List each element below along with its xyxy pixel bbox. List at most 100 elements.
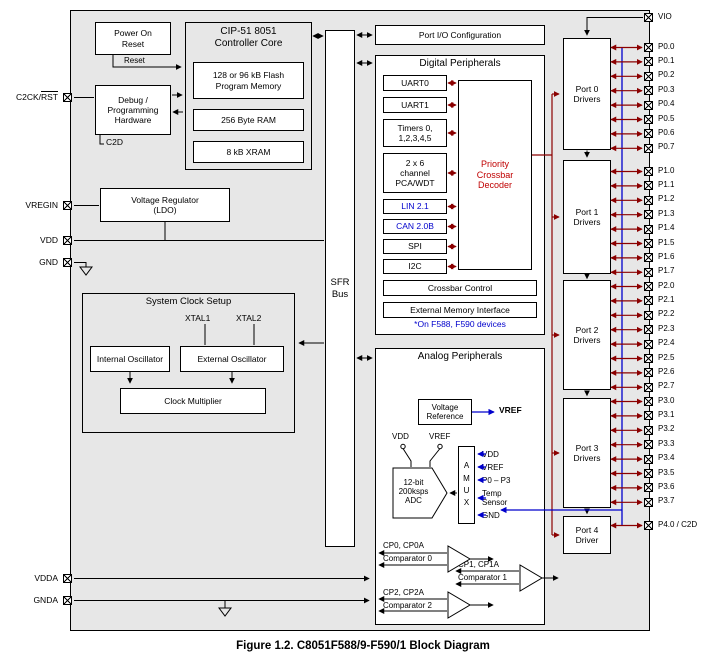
- voltage-regulator-box: Voltage Regulator (LDO): [100, 188, 230, 222]
- pin-symbol-p1-5: [644, 239, 653, 248]
- timers-box: Timers 0, 1,2,3,4,5: [383, 119, 447, 147]
- pin-label-p1-4: P1.4: [658, 223, 675, 233]
- c2d-label: C2D: [106, 137, 124, 147]
- pin-symbol-p2-4: [644, 339, 653, 349]
- rst-overline-text: RST: [41, 92, 58, 102]
- adc-switch-vdd-label: VDD: [392, 432, 409, 441]
- pin-label-vregin: VREGIN: [25, 200, 58, 210]
- pin-label-p3-0: P3.0: [658, 395, 675, 405]
- pin-label-p2-7: P2.7: [658, 381, 675, 391]
- lin-box: LIN 2.1: [383, 199, 447, 214]
- amux-input-vref: VREF: [482, 463, 504, 472]
- pin-label-p3-1: P3.1: [658, 409, 675, 419]
- pin-label-p0-5: P0.5: [658, 113, 675, 123]
- ram-box: 256 Byte RAM: [193, 109, 304, 131]
- pin-label-gnd: GND: [39, 257, 58, 267]
- debug-hardware-box: Debug / Programming Hardware: [95, 85, 171, 135]
- pin-label-p3-6: P3.6: [658, 481, 675, 491]
- pin-label-p2-2: P2.2: [658, 309, 675, 319]
- pin-label-p2-5: P2.5: [658, 352, 675, 362]
- pin-label-gnda: GNDA: [33, 595, 58, 605]
- pin-symbol-p3-0: [644, 397, 653, 406]
- pin-symbol-p2-7: [644, 382, 653, 392]
- pin-symbol-p1-1: [644, 181, 653, 191]
- pin-label-p0-1: P0.1: [658, 55, 675, 65]
- pin-label-p2-1: P2.1: [658, 294, 675, 304]
- pin-symbol-vdd: [63, 236, 72, 245]
- amux-input-temp-sensor: Temp Sensor: [482, 489, 508, 508]
- flash-memory-box: 128 or 96 kB Flash Program Memory: [193, 62, 304, 99]
- cip51-core-box: [185, 22, 312, 170]
- pin-label-p1-2: P1.2: [658, 194, 675, 204]
- pin-label-p1-0: P1.0: [658, 165, 675, 175]
- pin-symbol-p1-4: [644, 224, 653, 234]
- pin-label-p0-7: P0.7: [658, 142, 675, 152]
- pin-label-p4-0: P4.0 / C2D: [658, 519, 698, 529]
- pin-symbol-p0-4: [644, 100, 653, 110]
- pin-label-p2-6: P2.6: [658, 366, 675, 376]
- pin-label-p2-0: P2.0: [658, 280, 675, 290]
- digital-peripherals-title: Digital Peripherals: [419, 58, 501, 69]
- pin-label-p3-5: P3.5: [658, 467, 675, 477]
- can-box: CAN 2.0B: [383, 219, 447, 234]
- sfr-bus: SFR Bus: [325, 30, 355, 547]
- pin-label-p0-3: P0.3: [658, 84, 675, 94]
- voltage-reference-box: Voltage Reference: [418, 399, 472, 425]
- pin-symbol-p1-0: [644, 167, 653, 176]
- pin-symbol-p0-5: [644, 115, 653, 124]
- pin-label-vdd: VDD: [40, 235, 58, 245]
- system-clock-title: System Clock Setup: [145, 296, 232, 307]
- pin-symbol-p0-6: [644, 129, 653, 139]
- pin-symbol-p3-5: [644, 469, 653, 478]
- pin-symbol-p3-7: [644, 497, 653, 507]
- internal-oscillator-box: Internal Oscillator: [90, 346, 170, 372]
- pin-label-p0-6: P0.6: [658, 127, 675, 137]
- reset-label: Reset: [124, 56, 145, 65]
- uart1-box: UART1: [383, 97, 447, 113]
- figure-caption: Figure 1.2. C8051F588/9-F590/1 Block Dia…: [236, 640, 490, 652]
- pin-symbol-p0-3: [644, 86, 653, 96]
- port-io-configuration-box: Port I/O Configuration: [375, 25, 545, 45]
- pin-label-vdda: VDDA: [34, 573, 58, 583]
- pin-symbol-vio: [644, 13, 653, 22]
- priority-crossbar-decoder-box: Priority Crossbar Decoder: [458, 80, 532, 270]
- vref-output-label: VREF: [499, 405, 522, 415]
- pin-symbol-vregin: [63, 201, 72, 210]
- pin-label-p0-4: P0.4: [658, 99, 675, 109]
- pin-symbol-p2-6: [644, 368, 653, 378]
- cip51-core-title: CIP-51 8051 Controller Core: [214, 26, 283, 49]
- pin-symbol-c2ck: [63, 93, 72, 102]
- pin-label-p1-6: P1.6: [658, 251, 675, 261]
- uart0-box: UART0: [383, 75, 447, 91]
- spi-box: SPI: [383, 239, 447, 254]
- pin-symbol-gnd: [63, 258, 72, 267]
- amux-input-gnd: GND: [482, 511, 500, 520]
- pin-symbol-p0-7: [644, 143, 653, 153]
- pin-label-p3-2: P3.2: [658, 424, 675, 434]
- pin-symbol-p4-0: [644, 521, 653, 530]
- pin-label-p0-2: P0.2: [658, 70, 675, 80]
- pin-symbol-p3-4: [644, 454, 653, 464]
- comparator0-signals: CP0, CP0A: [383, 541, 424, 550]
- pin-symbol-p1-7: [644, 267, 653, 277]
- analog-peripherals-title: Analog Peripherals: [417, 351, 503, 362]
- port2-drivers-box: Port 2 Drivers: [563, 280, 611, 390]
- comparator2-name: Comparator 2: [383, 601, 432, 610]
- pin-symbol-p3-2: [644, 425, 653, 435]
- comparator0-name: Comparator 0: [383, 554, 432, 563]
- adc-label: 12-bit 200ksps ADC: [398, 478, 429, 506]
- pin-label-p1-1: P1.1: [658, 179, 675, 189]
- pin-label-p0-0: P0.0: [658, 41, 675, 51]
- pin-label-p1-5: P1.5: [658, 237, 675, 247]
- pin-symbol-gnda: [63, 596, 72, 605]
- pin-label-vio: VIO: [658, 11, 672, 21]
- pin-label-p3-3: P3.3: [658, 438, 675, 448]
- device-note: *On F588, F590 devices: [414, 319, 506, 329]
- pin-symbol-vdda: [63, 574, 72, 583]
- xtal2-label: XTAL2: [236, 313, 262, 323]
- port1-drivers-box: Port 1 Drivers: [563, 160, 611, 274]
- pin-symbol-p2-2: [644, 310, 653, 320]
- c2ck-text: C2CK/: [15, 92, 41, 102]
- xtal1-label: XTAL1: [185, 313, 211, 323]
